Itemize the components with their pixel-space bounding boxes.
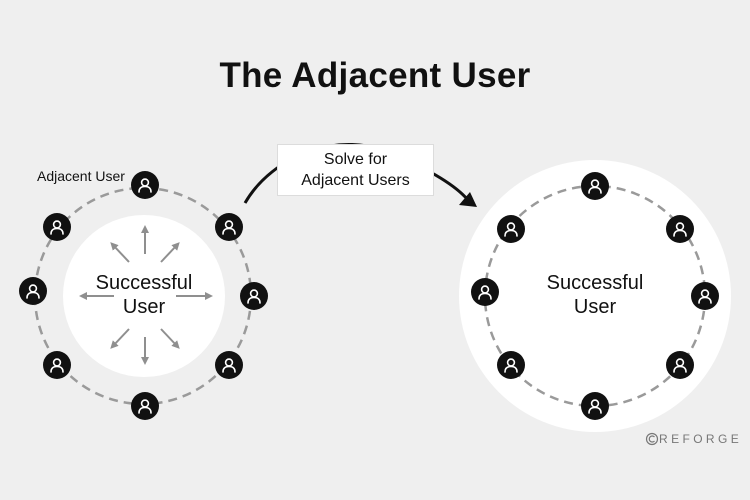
left-center-line1: Successful xyxy=(95,272,193,294)
adjacent-user-node-3 xyxy=(691,282,719,310)
arrow-label-line1: Solve for xyxy=(323,151,388,168)
right-center-line1: Successful xyxy=(546,272,644,294)
outward-arrows xyxy=(79,225,213,365)
node-circle xyxy=(471,278,499,306)
user-icon xyxy=(222,220,236,235)
node-circle xyxy=(43,213,71,241)
right-center-line2: User xyxy=(573,296,617,318)
user-icon xyxy=(588,399,602,414)
user-icon xyxy=(247,289,261,304)
node-circle xyxy=(19,277,47,305)
node-circle xyxy=(43,351,71,379)
copyright-icon xyxy=(645,432,659,446)
node-circle xyxy=(581,172,609,200)
node-circle xyxy=(691,282,719,310)
solve-arrow-head xyxy=(459,192,477,207)
node-circle xyxy=(215,213,243,241)
left-successful-user-label: Successful User xyxy=(68,271,220,319)
adjacent-user-node-4 xyxy=(666,351,694,379)
user-icon xyxy=(138,399,152,414)
arrow-label-line2: Adjacent Users xyxy=(301,172,410,189)
adjacent-user-label: Adjacent User xyxy=(37,168,125,184)
arrow-outward-icon xyxy=(160,328,180,349)
left-successful-user-circle xyxy=(63,215,225,377)
user-icon xyxy=(222,358,236,373)
solve-for-adjacent-users-label: Solve for Adjacent Users xyxy=(277,144,434,196)
adjacent-user-node-1 xyxy=(131,171,159,199)
user-icon xyxy=(504,358,518,373)
user-icon xyxy=(673,358,687,373)
adjacent-user-node-4 xyxy=(215,351,243,379)
user-icon xyxy=(698,289,712,304)
watermark-text: REFORGE xyxy=(659,432,743,446)
adjacent-user-node-2 xyxy=(666,215,694,243)
adjacent-user-node-3 xyxy=(240,282,268,310)
adjacent-user-node-8 xyxy=(497,215,525,243)
adjacent-user-node-6 xyxy=(497,351,525,379)
node-circle xyxy=(215,351,243,379)
node-circle xyxy=(666,351,694,379)
node-circle xyxy=(666,215,694,243)
adjacent-user-node-2 xyxy=(215,213,243,241)
user-icon xyxy=(588,179,602,194)
adjacent-user-node-7 xyxy=(19,277,47,305)
node-circle xyxy=(240,282,268,310)
node-circle xyxy=(497,351,525,379)
adjacent-user-node-1 xyxy=(581,172,609,200)
node-circle xyxy=(581,392,609,420)
adjacent-user-node-5 xyxy=(581,392,609,420)
right-successful-user-circle xyxy=(459,160,731,432)
arrow-outward-icon xyxy=(160,242,180,263)
adjacent-user-node-5 xyxy=(131,392,159,420)
user-icon xyxy=(478,285,492,300)
adjacent-user-node-7 xyxy=(471,278,499,306)
arrow-outward-icon xyxy=(110,242,130,263)
left-user-nodes xyxy=(19,171,268,420)
node-circle xyxy=(131,392,159,420)
diagram-title: The Adjacent User xyxy=(219,56,531,95)
user-icon xyxy=(50,220,64,235)
adjacent-user-node-8 xyxy=(43,213,71,241)
arrow-outward-icon xyxy=(110,328,130,349)
right-cluster xyxy=(459,160,731,432)
node-circle xyxy=(131,171,159,199)
right-user-nodes xyxy=(471,172,719,420)
right-successful-user-label: Successful User xyxy=(518,271,672,319)
node-circle xyxy=(497,215,525,243)
user-icon xyxy=(26,284,40,299)
left-cluster xyxy=(19,171,268,420)
user-icon xyxy=(138,178,152,193)
user-icon xyxy=(50,358,64,373)
left-center-line2: User xyxy=(122,296,166,318)
reforge-watermark: REFORGE xyxy=(645,432,742,446)
user-icon xyxy=(504,222,518,237)
adjacent-user-node-6 xyxy=(43,351,71,379)
user-icon xyxy=(673,222,687,237)
